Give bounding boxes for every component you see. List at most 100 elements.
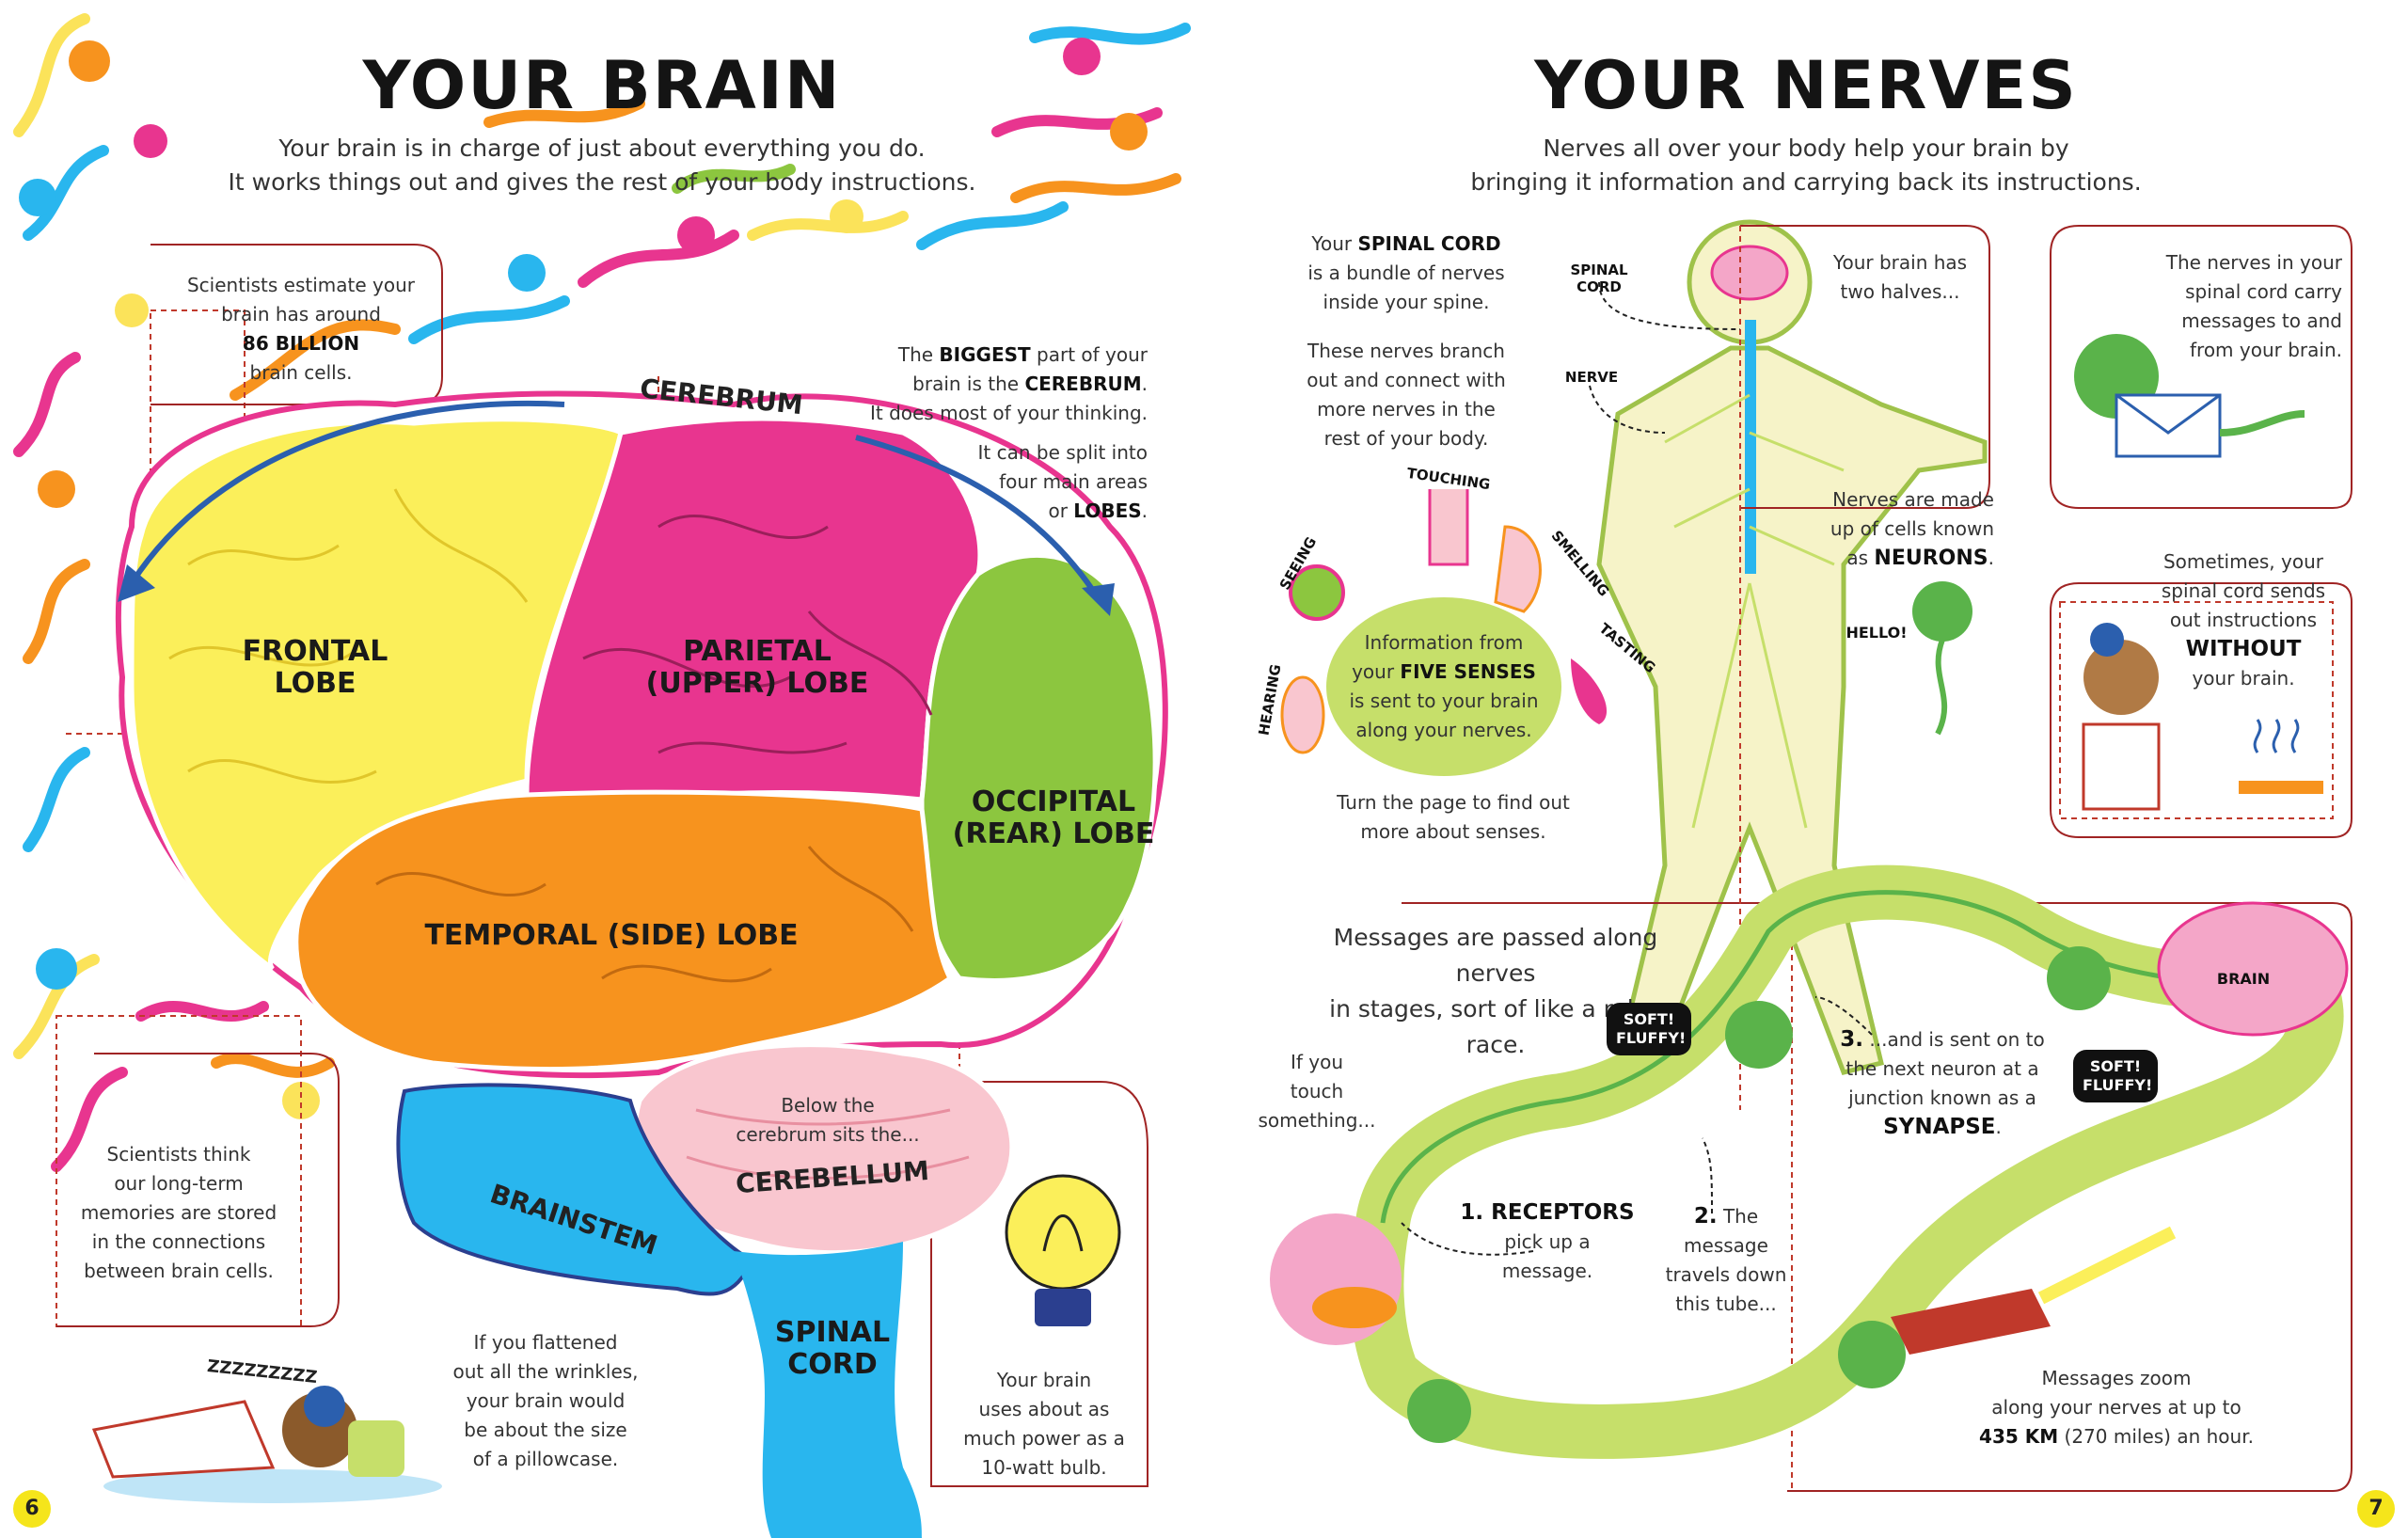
- speed-note-line1: Messages zoom: [2041, 1367, 2192, 1389]
- nerve-tag: NERVE: [1564, 369, 1619, 386]
- step3-line3: junction known as a: [1848, 1086, 2036, 1109]
- without-note-line3: out instructions: [2169, 609, 2318, 631]
- without-note-line1: Sometimes, your: [2162, 550, 2323, 573]
- senses-illustration: [1280, 489, 1608, 776]
- wrinkles-note-line3: your brain would: [466, 1389, 626, 1412]
- bulb-note-line2: uses about as: [978, 1398, 1110, 1420]
- cerebrum-arrows: [129, 400, 1103, 604]
- nerves-intro: Nerves all over your body help your brai…: [1383, 132, 2229, 199]
- memory-note-line3: memories are stored: [80, 1201, 277, 1224]
- neuron-blobs-left: [19, 38, 1148, 1119]
- brain-illustration: [115, 390, 1168, 1538]
- neurons-note: Nerves are made up of cells known as NEU…: [1815, 485, 1994, 573]
- cerebellum-note-line2: cerebrum sits the...: [736, 1123, 920, 1146]
- lobes-note-l3pre: or: [1048, 499, 1074, 522]
- light-bulb-illustration: [1005, 1174, 1121, 1326]
- lobes-note: It can be split into four main areas or …: [941, 438, 1148, 526]
- frontal-lobe-label: FRONTAL LOBE: [207, 636, 423, 700]
- step2-line3: travels down: [1665, 1263, 1787, 1286]
- wrinkles-note-line4: be about the size: [464, 1419, 627, 1441]
- brain-intro: Your brain is in charge of just about ev…: [179, 132, 1025, 199]
- spinal-cord-tag: SPINAL CORD: [1561, 262, 1637, 295]
- brain-cells-note: Scientists estimate your brain has aroun…: [169, 271, 433, 388]
- cerebrum-note-l2pre: brain is the: [912, 373, 1025, 395]
- speed-note-line3: (270 miles) an hour.: [2058, 1425, 2254, 1448]
- hello-label: HELLO!: [1846, 624, 1908, 642]
- without-note-line4: your brain.: [2192, 667, 2295, 690]
- occipital-lobe-line1: OCCIPITAL: [971, 785, 1136, 818]
- brain-intro-line1: Your brain is in charge of just about ev…: [278, 135, 926, 162]
- neuron-with-envelope: [2074, 334, 2305, 458]
- spinal-cord-note: Your SPINAL CORD is a bundle of nerves i…: [1289, 230, 1524, 317]
- bulb-note-line4: 10-watt bulb.: [981, 1456, 1107, 1479]
- cerebrum-note-cerebrum: CEREBRUM: [1024, 373, 1142, 395]
- bulb-note-line1: Your brain: [996, 1369, 1092, 1391]
- halves-note-line1: Your brain has: [1832, 251, 1968, 274]
- turn-page-line2: more about senses.: [1360, 820, 1546, 843]
- bulb-note: Your brain uses about as much power as a…: [941, 1366, 1148, 1483]
- step2-line2: message: [1684, 1234, 1768, 1257]
- touch-note-line1: If you: [1290, 1051, 1344, 1073]
- step2-bold: 2.: [1693, 1204, 1718, 1229]
- five-senses-pre: your: [1352, 660, 1401, 683]
- carry-note-line1: The nerves in your: [2165, 251, 2342, 274]
- wrinkles-note-line2: out all the wrinkles,: [452, 1360, 639, 1383]
- wrinkles-note-line1: If you flattened: [473, 1331, 618, 1354]
- body-nervous-system: [1596, 219, 1988, 1075]
- cerebellum-note: Below the cerebrum sits the...: [715, 1091, 941, 1150]
- brain-intro-line2: It works things out and gives the rest o…: [228, 168, 976, 196]
- memory-note-line1: Scientists think: [106, 1143, 251, 1165]
- neurons-note-bold: NEURONS: [1874, 547, 1988, 570]
- nerves-intro-line1: Nerves all over your body help your brai…: [1543, 135, 2069, 162]
- hello-neuron: [1912, 581, 1972, 736]
- spinal-note-line2: is a bundle of nerves: [1307, 262, 1505, 284]
- branch-note-line3: more nerves in the: [1317, 398, 1496, 420]
- wrinkles-note: If you flattened out all the wrinkles, y…: [433, 1328, 658, 1474]
- parietal-lobe-line1: PARIETAL: [683, 635, 832, 668]
- relay-note: Messages are passed along nerves in stag…: [1298, 920, 1693, 1063]
- step3-line2: the next neuron at a: [1846, 1057, 2039, 1080]
- neurons-note-pre: as: [1846, 547, 1875, 569]
- relay-note-line2: in stages, sort of like a relay race.: [1329, 995, 1662, 1058]
- step3-post: .: [1995, 1116, 2002, 1138]
- spinal-cord-tag-line2: CORD: [1576, 278, 1622, 295]
- brain-page-title: YOUR BRAIN: [362, 47, 842, 124]
- cerebrum-note-mid: part of your: [1030, 343, 1148, 366]
- speed-note-line2: along your nerves at up to: [1991, 1396, 2242, 1419]
- turn-page-line1: Turn the page to find out: [1337, 791, 1570, 814]
- nerves-intro-line2: bringing it information and carrying bac…: [1470, 168, 2142, 196]
- cerebrum-note-biggest: BIGGEST: [939, 343, 1031, 366]
- memory-note-line5: between brain cells.: [84, 1260, 274, 1282]
- spinal-cord-line1: SPINAL: [774, 1316, 891, 1349]
- spinal-note-line3: inside your spine.: [1323, 291, 1490, 313]
- lobes-note-l3post: .: [1141, 499, 1148, 522]
- brain-cells-count: 86 BILLION: [242, 332, 360, 355]
- step1-note: 1. RECEPTORS pick up a message.: [1458, 1198, 1637, 1286]
- spinal-cord-label-left: SPINAL CORD: [752, 1317, 912, 1381]
- frontal-lobe-line2: LOBE: [274, 667, 356, 700]
- five-senses-note: Information from your FIVE SENSES is sen…: [1336, 628, 1552, 745]
- carry-note-line3: messages to and: [2181, 309, 2342, 332]
- step2-line1: The: [1717, 1205, 1759, 1228]
- lobes-note-lobes: LOBES: [1073, 499, 1142, 522]
- carry-note-line4: from your brain.: [2190, 339, 2342, 361]
- occipital-lobe-label: OCCIPITAL (REAR) LOBE: [950, 786, 1157, 850]
- spinal-cord-tag-line1: SPINAL: [1570, 262, 1628, 278]
- brain-cells-line1: Scientists estimate your: [186, 274, 415, 296]
- branch-note-line1: These nerves branch: [1307, 340, 1505, 362]
- memory-note: Scientists think our long-term memories …: [66, 1140, 292, 1286]
- pointer-arrows: [1401, 281, 1873, 1256]
- five-senses-line3: is sent to your brain: [1349, 690, 1539, 712]
- sleeping-child-illustration: [91, 1386, 442, 1503]
- parietal-lobe-label: PARIETAL (UPPER) LOBE: [640, 636, 875, 700]
- step3-bold: 3.: [1840, 1027, 1864, 1052]
- lobes-note-line2: four main areas: [999, 470, 1148, 493]
- step3-synapse: SYNAPSE: [1883, 1115, 1996, 1139]
- five-senses-line1: Information from: [1364, 631, 1524, 654]
- without-note-line2: spinal cord sends: [2161, 579, 2326, 602]
- page-number-right: 7: [2357, 1490, 2395, 1528]
- brain-label-right: BRAIN: [2216, 970, 2271, 988]
- step2-note: 2. The message travels down this tube...: [1656, 1202, 1797, 1319]
- cerebrum-note: The BIGGEST part of your brain is the CE…: [828, 341, 1148, 428]
- neurons-note-line1: Nerves are made: [1832, 488, 1994, 511]
